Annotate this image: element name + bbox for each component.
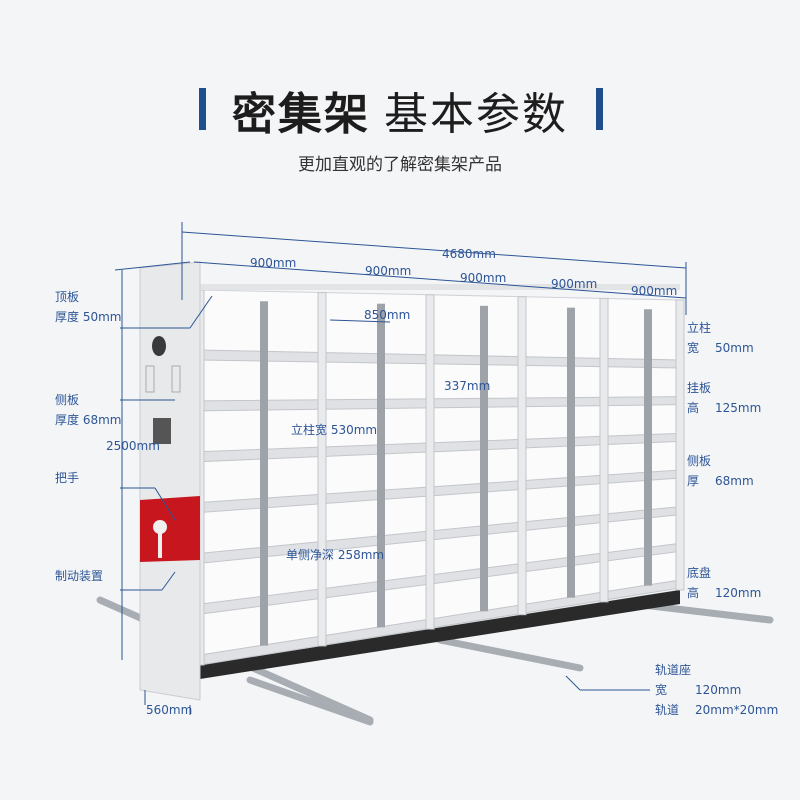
leader-top-panel — [189, 295, 213, 329]
leader-handle — [154, 487, 176, 521]
label-handle: 把手 — [55, 471, 80, 485]
label-single-depth: 单侧净深 258mm — [286, 548, 385, 562]
label-height: 2500mm — [106, 439, 160, 453]
upright — [675, 299, 685, 591]
base-plate — [200, 590, 680, 679]
label-column-width: 立柱宽 530mm — [291, 423, 378, 437]
leader-brake — [161, 571, 176, 591]
label-bay-3: 900mm — [460, 271, 507, 285]
inner-width-line — [329, 319, 391, 323]
label-bay-2: 900mm — [365, 264, 412, 278]
control-screen — [153, 418, 171, 444]
upright — [425, 294, 435, 630]
title-bar-right — [596, 88, 603, 130]
back-column — [567, 307, 575, 598]
leader-track — [565, 675, 581, 691]
label-bay-1: 900mm — [250, 256, 297, 270]
handle-bar — [158, 532, 162, 558]
dim-tick — [114, 261, 191, 271]
bay-width-line — [193, 261, 687, 299]
upright — [517, 296, 527, 616]
label-bay-5: 900mm — [631, 284, 678, 298]
back-column — [377, 303, 385, 628]
side-handle — [171, 365, 181, 393]
back-column — [480, 305, 488, 612]
side-handle — [145, 365, 155, 393]
label-total-width: 4680mm — [442, 247, 496, 261]
floor-rail — [246, 676, 374, 726]
back-column — [260, 301, 268, 646]
back-column — [644, 309, 652, 586]
label-side-panel: 侧板厚度 68mm — [55, 393, 122, 427]
upright — [317, 292, 327, 647]
handle-wheel-icon — [153, 520, 167, 534]
lock-icon — [152, 336, 166, 356]
page-title: 密集架基本参数 — [232, 89, 568, 140]
title-bar-left — [199, 88, 206, 130]
floor-rail — [436, 636, 584, 672]
total-width-line — [181, 231, 687, 269]
label-brake: 制动装置 — [55, 569, 104, 583]
label-shelf-gap: 337mm — [444, 379, 491, 393]
label-depth: 560mm — [146, 703, 193, 717]
page-subtitle: 更加直观的了解密集架产品 — [298, 155, 502, 175]
label-bay-4: 900mm — [551, 277, 598, 291]
upright — [599, 297, 609, 603]
label-inner-width: 850mm — [364, 308, 411, 322]
red-handle-panel — [140, 496, 200, 562]
label-top-panel: 顶板厚度 50mm — [55, 290, 122, 324]
top-panel — [200, 284, 680, 290]
